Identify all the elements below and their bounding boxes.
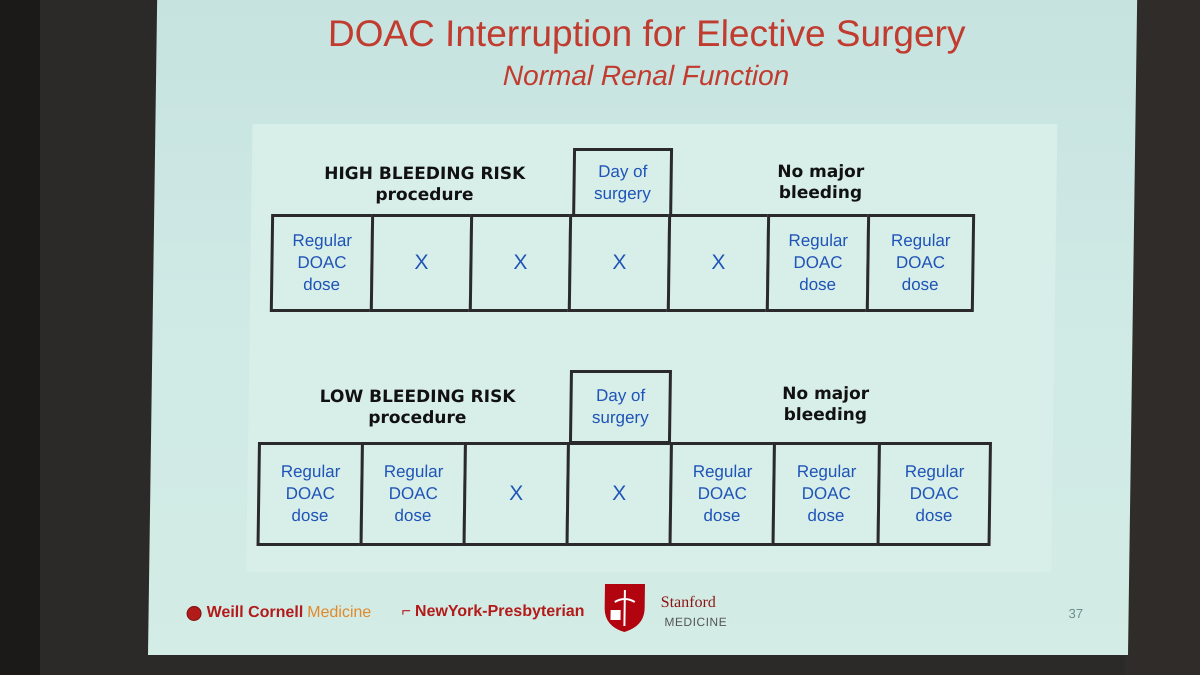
weill-cornell-logo: Weill Cornell Medicine — [186, 604, 371, 622]
high-risk-day-line1: Day of — [598, 162, 648, 181]
high-risk-after-heading: No major bleeding — [754, 162, 887, 204]
cell-text: dose — [807, 506, 845, 525]
cell-text: Regular — [788, 231, 849, 250]
stanford-medicine: MEDICINE — [664, 615, 728, 629]
stop-mark: X — [414, 251, 429, 274]
low-risk-after-heading: No major bleeding — [759, 384, 892, 426]
stop-mark: X — [612, 251, 627, 274]
cell-text: dose — [394, 506, 432, 525]
cell-text: Regular — [383, 462, 444, 481]
cell-text: Regular — [692, 462, 753, 481]
low-risk-heading-line1: LOW BLEEDING RISK — [319, 387, 516, 407]
weill-cornell-name: Weill Cornell — [206, 604, 304, 621]
stop-mark: X — [509, 482, 524, 505]
high-risk-after-line1: No major — [777, 162, 865, 182]
stanford-shield-icon — [604, 584, 645, 632]
cell-text: dose — [799, 275, 837, 294]
cell-text: Regular — [292, 231, 353, 250]
cell-text: DOAC — [909, 484, 959, 503]
high-risk-after-line2: bleeding — [778, 183, 863, 203]
high-risk-day-cell: X — [468, 214, 573, 312]
high-risk-day-of-surgery: Day of surgery — [572, 148, 674, 218]
high-risk-heading-line2: procedure — [375, 185, 474, 205]
cell-text: DOAC — [297, 253, 347, 272]
cell-text: dose — [901, 275, 939, 294]
low-risk-day-line1: Day of — [595, 386, 646, 405]
low-risk-heading: LOW BLEEDING RISK procedure — [297, 387, 538, 429]
high-risk-day-cell: X — [369, 214, 474, 312]
nyp-logo: ⌐NewYork-Presbyterian — [401, 603, 584, 621]
cell-text: dose — [291, 506, 329, 525]
cell-text: DOAC — [388, 484, 438, 503]
low-risk-day-of-surgery: Day of surgery — [568, 370, 672, 444]
cell-text: DOAC — [895, 253, 946, 272]
low-risk-day-cell: X — [462, 442, 570, 546]
cell-text: DOAC — [285, 484, 335, 503]
page-number: 37 — [1068, 606, 1084, 621]
nyp-name: NewYork-Presbyterian — [414, 603, 585, 620]
high-risk-day-line2: surgery — [593, 184, 651, 203]
cell-text: DOAC — [801, 484, 851, 503]
low-risk-day-line2: surgery — [591, 408, 649, 427]
slide: DOAC Interruption for Elective Surgery N… — [148, 0, 1138, 655]
cell-text: Regular — [796, 462, 857, 481]
high-risk-heading: HIGH BLEEDING RISK procedure — [304, 164, 545, 206]
cell-text: dose — [915, 506, 953, 525]
room-wall-right — [1125, 0, 1200, 675]
high-risk-day-cell: X — [567, 214, 672, 312]
cell-text: DOAC — [793, 253, 843, 272]
nyp-mark-icon: ⌐ — [401, 603, 412, 620]
slide-title: DOAC Interruption for Elective Surgery — [327, 13, 966, 54]
stop-mark: X — [513, 251, 528, 274]
stop-mark: X — [711, 251, 726, 274]
cell-text: Regular — [280, 462, 341, 481]
weill-cornell-seal-icon — [186, 605, 202, 621]
stanford-name: Stanford — [660, 594, 716, 611]
weill-cornell-medicine: Medicine — [307, 604, 372, 621]
stop-mark: X — [612, 482, 627, 505]
low-risk-after-line1: No major — [782, 384, 870, 404]
low-risk-heading-line2: procedure — [368, 408, 467, 428]
cell-text: Regular — [904, 462, 965, 481]
low-risk-after-line2: bleeding — [783, 405, 868, 425]
cell-text: dose — [303, 275, 341, 294]
cell-text: DOAC — [697, 484, 747, 503]
slide-subtitle: Normal Renal Function — [502, 60, 790, 91]
room-wall-left — [0, 0, 40, 675]
cell-text: Regular — [890, 231, 951, 250]
high-risk-heading-line1: HIGH BLEEDING RISK — [324, 164, 526, 184]
cell-text: dose — [703, 506, 741, 525]
high-risk-day-cell: X — [666, 214, 771, 312]
low-risk-day-cell: X — [565, 442, 673, 546]
